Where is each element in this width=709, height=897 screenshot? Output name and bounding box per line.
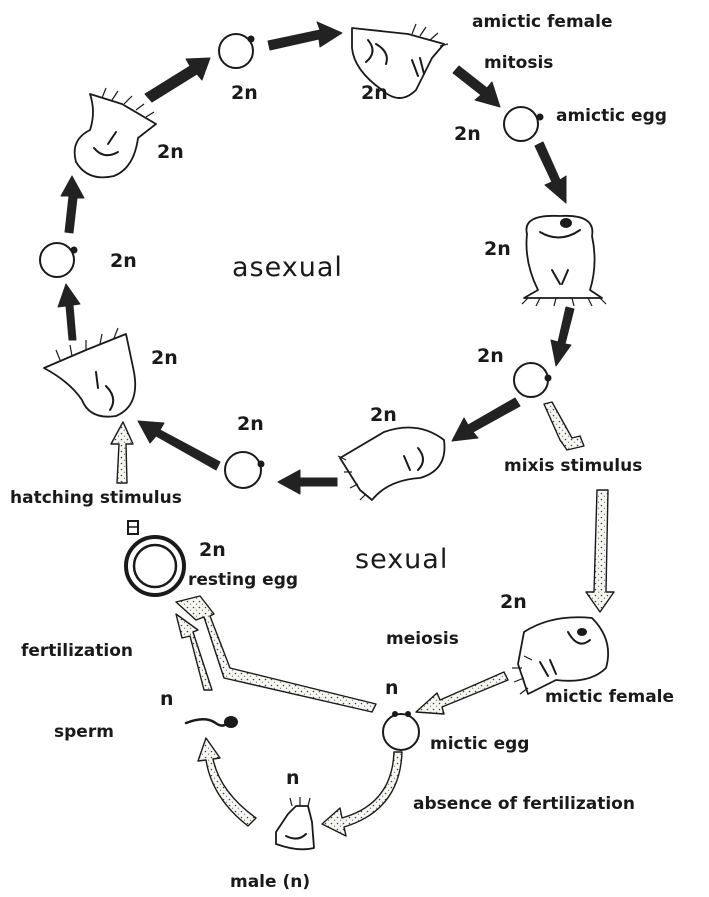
arrow-mictic-female-to-mictic-egg <box>416 672 508 714</box>
female-icon-right <box>522 216 606 306</box>
arrow-female-to-egg-right <box>551 307 574 366</box>
egg-top <box>219 34 255 68</box>
sperm-icon <box>186 716 238 728</box>
ploidy-label-lower-female: 2n <box>370 404 397 426</box>
ploidy-label-mictic-female: 2n <box>500 591 527 613</box>
label-mictic-female: mictic female <box>545 687 674 707</box>
ploidy-label-left-egg: 2n <box>110 250 137 272</box>
ploidy-label-resting-egg: 2n <box>199 539 226 561</box>
arrow-female-to-left-egg <box>58 284 80 340</box>
female-icon-upper-left <box>75 88 156 177</box>
ploidy-label-top-egg: 2n <box>231 82 258 104</box>
ploidy-label-amictic-female: 2n <box>361 82 388 104</box>
ploidy-label-mictic-egg: n <box>385 677 399 699</box>
arrow-mictic-egg-to-male <box>322 752 402 836</box>
egg-right <box>514 363 552 397</box>
label-meiosis: meiosis <box>386 629 459 649</box>
label-mictic-egg: mictic egg <box>430 734 529 754</box>
ploidy-label-amictic-egg: 2n <box>454 123 481 145</box>
mictic-female-icon <box>512 617 608 694</box>
asexual-zone-label: asexual <box>232 252 343 283</box>
label-mitosis: mitosis <box>484 53 553 73</box>
amictic-egg <box>504 107 544 141</box>
label-sperm: sperm <box>54 722 114 742</box>
arrow-female-to-top-egg <box>145 58 210 102</box>
label-amictic-female: amictic female <box>472 12 613 32</box>
mictic-egg <box>383 711 419 750</box>
egg-left <box>40 243 78 277</box>
hatching-emergence-icon <box>128 521 138 534</box>
egg-lower <box>225 452 265 488</box>
label-absence-of-fertilization: absence of fertilization <box>413 794 635 814</box>
label-hatching-stimulus: hatching stimulus <box>10 488 182 508</box>
ploidy-label-upper-left-female: 2n <box>157 141 184 163</box>
ploidy-label-lower-egg: 2n <box>237 413 264 435</box>
ploidy-label-right-egg: 2n <box>477 345 504 367</box>
ploidy-label-right-female: 2n <box>484 238 511 260</box>
label-resting-egg: resting egg <box>188 570 298 590</box>
label-amictic-egg: amictic egg <box>556 106 667 126</box>
label-male: male (n) <box>230 872 310 892</box>
ploidy-label-sperm: n <box>160 688 174 710</box>
arrow-fertilization-path <box>176 596 376 712</box>
label-fertilization: fertilization <box>21 641 133 661</box>
arrow-male-to-sperm <box>198 738 256 826</box>
resting-egg <box>126 537 184 595</box>
arrow-mixis-to-mictic-female <box>586 490 614 612</box>
arrow-hatching-stimulus <box>111 422 133 483</box>
arrow-egg-to-upper-left-female <box>61 176 84 233</box>
label-mixis-stimulus: mixis stimulus <box>504 456 642 476</box>
female-icon-left <box>44 328 135 417</box>
arrow-female-to-lower-egg <box>278 470 337 494</box>
ploidy-label-male: n <box>286 767 300 789</box>
arrow-mixis-stimulus-short <box>544 402 584 450</box>
arrow-egg-to-left-female <box>138 421 220 470</box>
male-icon <box>276 797 314 849</box>
sexual-zone-label: sexual <box>355 544 448 575</box>
arrow-egg-to-amictic-female <box>268 22 342 50</box>
arrow-egg-to-lower-female <box>452 398 520 441</box>
female-icon-lower <box>338 428 445 501</box>
ploidy-label-left-female: 2n <box>151 347 178 369</box>
arrow-amictic-egg-to-female <box>535 142 566 203</box>
